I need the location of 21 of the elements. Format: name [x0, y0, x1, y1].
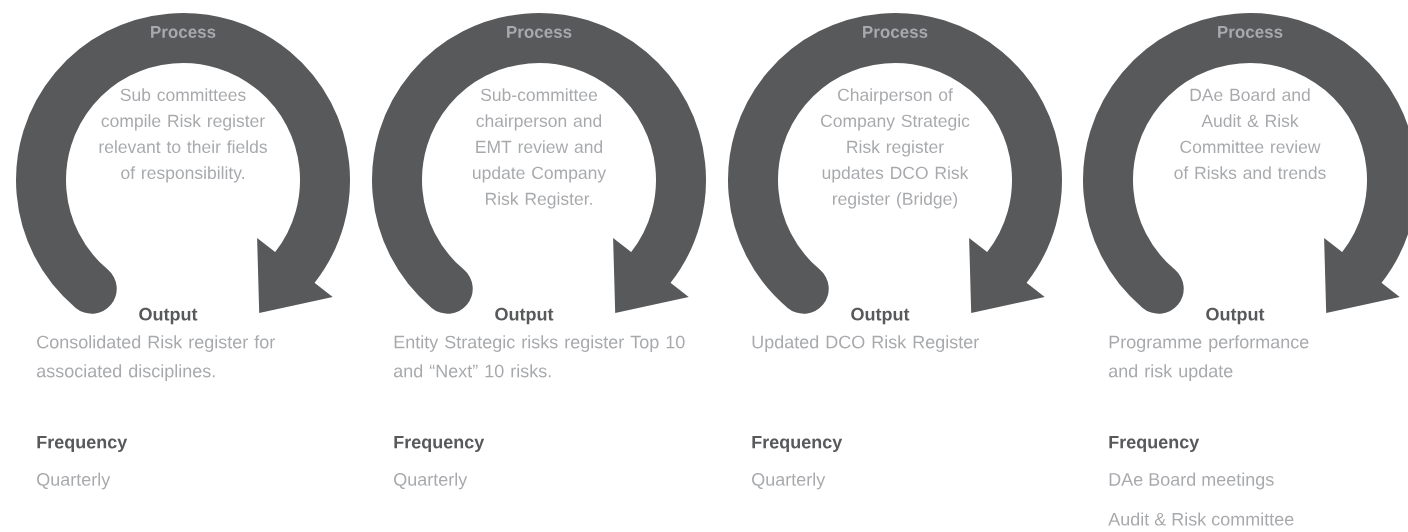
output-text: Programme performance and risk update	[1108, 335, 1309, 381]
frequency-heading: Frequency	[1109, 435, 1200, 453]
output-text: Consolidated Risk register for associated disciplines.	[37, 335, 275, 381]
frequency-text: Quarterly	[394, 472, 468, 490]
process-heading: Process	[1218, 26, 1283, 38]
process-heading: Process	[863, 26, 928, 38]
frequency-text: Audit & Risk committee	[1108, 512, 1294, 526]
output-text: Updated DCO Risk Register	[752, 335, 979, 352]
output-heading: Output	[495, 307, 554, 325]
frequency-heading: Frequency	[37, 435, 128, 453]
output-heading: Output	[851, 307, 910, 325]
frequency-text: Quarterly	[37, 472, 111, 490]
frequency-heading: Frequency	[752, 435, 843, 453]
process-heading: Process	[507, 26, 572, 38]
process-heading: Process	[151, 26, 216, 38]
output-text: Entity Strategic risks register Top 10 and “Next” 10 risks.	[394, 335, 685, 378]
frequency-text: Quarterly	[752, 472, 826, 490]
frequency-heading: Frequency	[394, 435, 485, 453]
frequency-text: DAe Board meetings	[1109, 472, 1274, 490]
output-heading: Output	[139, 307, 198, 325]
output-heading: Output	[1206, 307, 1265, 325]
